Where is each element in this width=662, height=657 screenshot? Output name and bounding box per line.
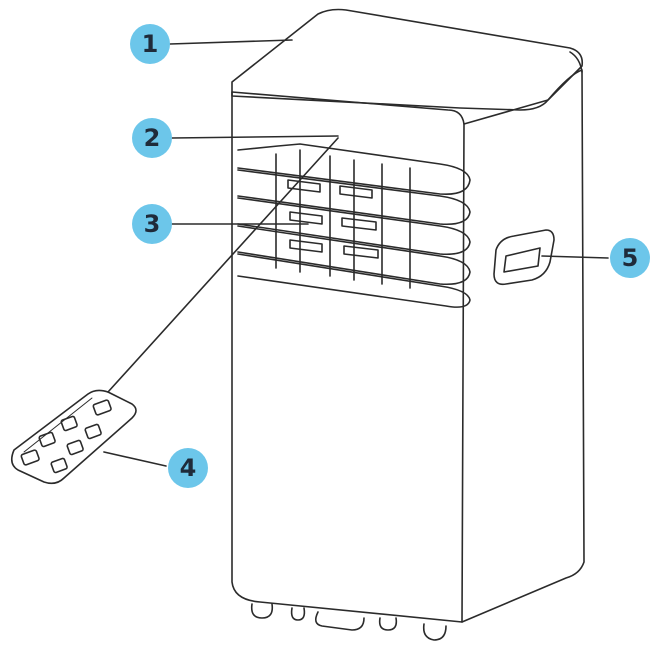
leader-line-2 bbox=[171, 135, 339, 139]
air-outlet-louvers bbox=[237, 143, 471, 308]
callout-5: 5 bbox=[610, 238, 650, 278]
side-handle bbox=[493, 229, 555, 286]
callout-2: 2 bbox=[132, 118, 172, 158]
callout-3: 3 bbox=[132, 204, 172, 244]
remote-control bbox=[10, 389, 137, 485]
unit-side-panel bbox=[461, 69, 585, 623]
remote-signal-line bbox=[107, 137, 339, 393]
side-handle-inner bbox=[503, 247, 541, 273]
leader-line-4 bbox=[103, 451, 167, 467]
unit-top-panel bbox=[231, 8, 584, 111]
callout-4: 4 bbox=[168, 448, 208, 488]
caster-wheels bbox=[250, 603, 447, 641]
callout-1: 1 bbox=[130, 24, 170, 64]
leader-line-5 bbox=[541, 255, 609, 259]
leader-line-1 bbox=[169, 39, 293, 45]
unit-corner-edge bbox=[569, 51, 583, 73]
